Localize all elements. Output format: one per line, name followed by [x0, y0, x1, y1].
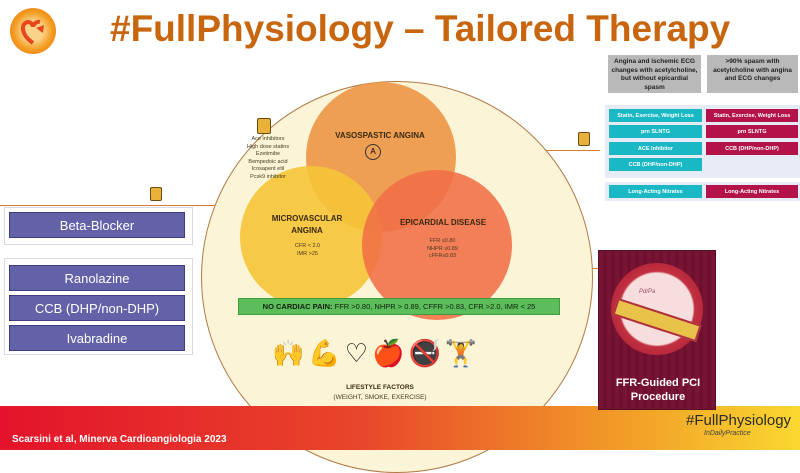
no-pain-values: FFR >0.80, NHPR > 0.89, CFFR >0.83, CFR …	[334, 302, 536, 311]
table-header-2: >90% spasm with acetylcholine with angin…	[707, 55, 798, 93]
drug: Bempedoic acid	[248, 158, 288, 165]
microvascular-criteria: CFR < 2.0 IMR >25	[280, 243, 335, 258]
connector-line	[0, 205, 258, 207]
heart-arrow-icon	[21, 19, 44, 45]
drug-list: Ace inhibitors High dose statins Ezetimi…	[238, 136, 298, 181]
ivabradine-button[interactable]: Ivabradine	[9, 325, 185, 351]
brand-sub: InDailyPractice	[704, 430, 751, 437]
vasospasm-2-therapy[interactable]: prn SLNTG	[706, 125, 798, 138]
table-header-1: Angina and ischemic ECG changes with ace…	[608, 55, 701, 93]
no-smoking-icon: 🚭	[408, 338, 445, 368]
criterion: FFR ≤0.80	[429, 238, 456, 244]
pill-bottle-icon	[578, 132, 590, 146]
nitrates-2[interactable]: Long-Acting Nitrates	[706, 185, 798, 198]
drug: Ace inhibitors	[251, 136, 285, 142]
second-line-panel: Ranolazine CCB (DHP/non-DHP) Ivabradine	[4, 258, 193, 355]
no-pain-label: NO CARDIAC PAIN:	[262, 302, 333, 311]
pill-bottle-icon	[150, 187, 162, 201]
beta-blocker-button[interactable]: Beta-Blocker	[9, 212, 185, 238]
criterion: IMR >25	[297, 250, 318, 257]
gauge-label: Pd/Pa	[639, 289, 656, 295]
ffr-pci-card[interactable]: Pd/Pa FFR-Guided PCI Procedure	[598, 250, 716, 410]
venn-epicardial[interactable]	[362, 170, 512, 320]
brand-name: #FullPhysiology	[686, 412, 792, 429]
drug: Pcsk9 inhibitor	[250, 173, 286, 180]
lifestyle-subtitle: (WEIGHT, SMOKE, EXERCISE)	[333, 394, 427, 401]
citation: Scarsini et al, Minerva Cardioangiologia…	[12, 434, 227, 445]
apple-scale-icon: 🍎	[372, 338, 409, 368]
first-line-panel: Beta-Blocker	[4, 207, 193, 245]
vasospastic-marker: A	[365, 144, 381, 160]
vessel-icon	[612, 297, 702, 343]
ffr-card-title: FFR-Guided PCI Procedure	[615, 377, 701, 403]
drug: Icosapent etil	[251, 166, 285, 172]
criterion: NHPR ≤0.89	[427, 245, 458, 252]
nitrates-1[interactable]: Long-Acting Nitrates	[609, 185, 702, 198]
criterion: CFR < 2.0	[294, 243, 321, 249]
vasospasm-1-therapy[interactable]: ACE Inhibitor	[609, 142, 702, 155]
ccb-button[interactable]: CCB (DHP/non-DHP)	[9, 295, 185, 321]
brand-logo: #FullPhysiology InDailyPractice	[686, 412, 791, 437]
person-arms-up-icon: 🙌	[272, 338, 309, 368]
ranolazine-button[interactable]: Ranolazine	[9, 265, 185, 291]
vasospasm-2-therapy[interactable]: Statin, Exercise, Weight Loss	[706, 109, 798, 122]
vasospastic-label: VASOSPASTIC ANGINA	[335, 131, 425, 140]
gauge-illustration: Pd/Pa	[611, 263, 703, 355]
vasospasm-1-therapy[interactable]: CCB (DHP/non-DHP)	[609, 158, 702, 171]
logo	[10, 8, 56, 54]
vasospasm-1-therapy[interactable]: Statin, Exercise, Weight Loss	[609, 109, 702, 122]
lifestyle-title: LIFESTYLE FACTORS	[346, 384, 414, 391]
connector-line	[545, 150, 600, 152]
epicardial-criteria: FFR ≤0.80 NHPR ≤0.89 cFFR≤0.83	[415, 238, 470, 261]
venn-microvascular[interactable]	[240, 166, 382, 308]
lifestyle-icons: 🙌💪♡🍎🚭🏋	[272, 338, 481, 369]
criterion: cFFR≤0.83	[428, 253, 457, 259]
epicardial-label: EPICARDIAL DISEASE	[399, 218, 487, 227]
drug: High dose statins	[246, 143, 290, 150]
microvascular-label: MICROVASCULAR ANGINA	[271, 214, 343, 235]
heart-rate-icon: ♡	[344, 338, 373, 368]
pill-bottle-icon	[257, 118, 271, 134]
dumbbell-icon: 🏋	[444, 338, 482, 368]
vasospasm-2-therapy[interactable]: CCB (DHP/non-DHP)	[706, 142, 798, 155]
page-title: #FullPhysiology – Tailored Therapy	[110, 8, 731, 49]
strong-person-icon: 💪	[308, 338, 345, 368]
no-cardiac-pain-bar: NO CARDIAC PAIN: FFR >0.80, NHPR > 0.89,…	[238, 298, 560, 315]
footer-band	[0, 406, 800, 450]
drug: Ezetimibe	[255, 151, 281, 157]
vasospasm-1-therapy[interactable]: prn SLNTG	[609, 125, 702, 138]
